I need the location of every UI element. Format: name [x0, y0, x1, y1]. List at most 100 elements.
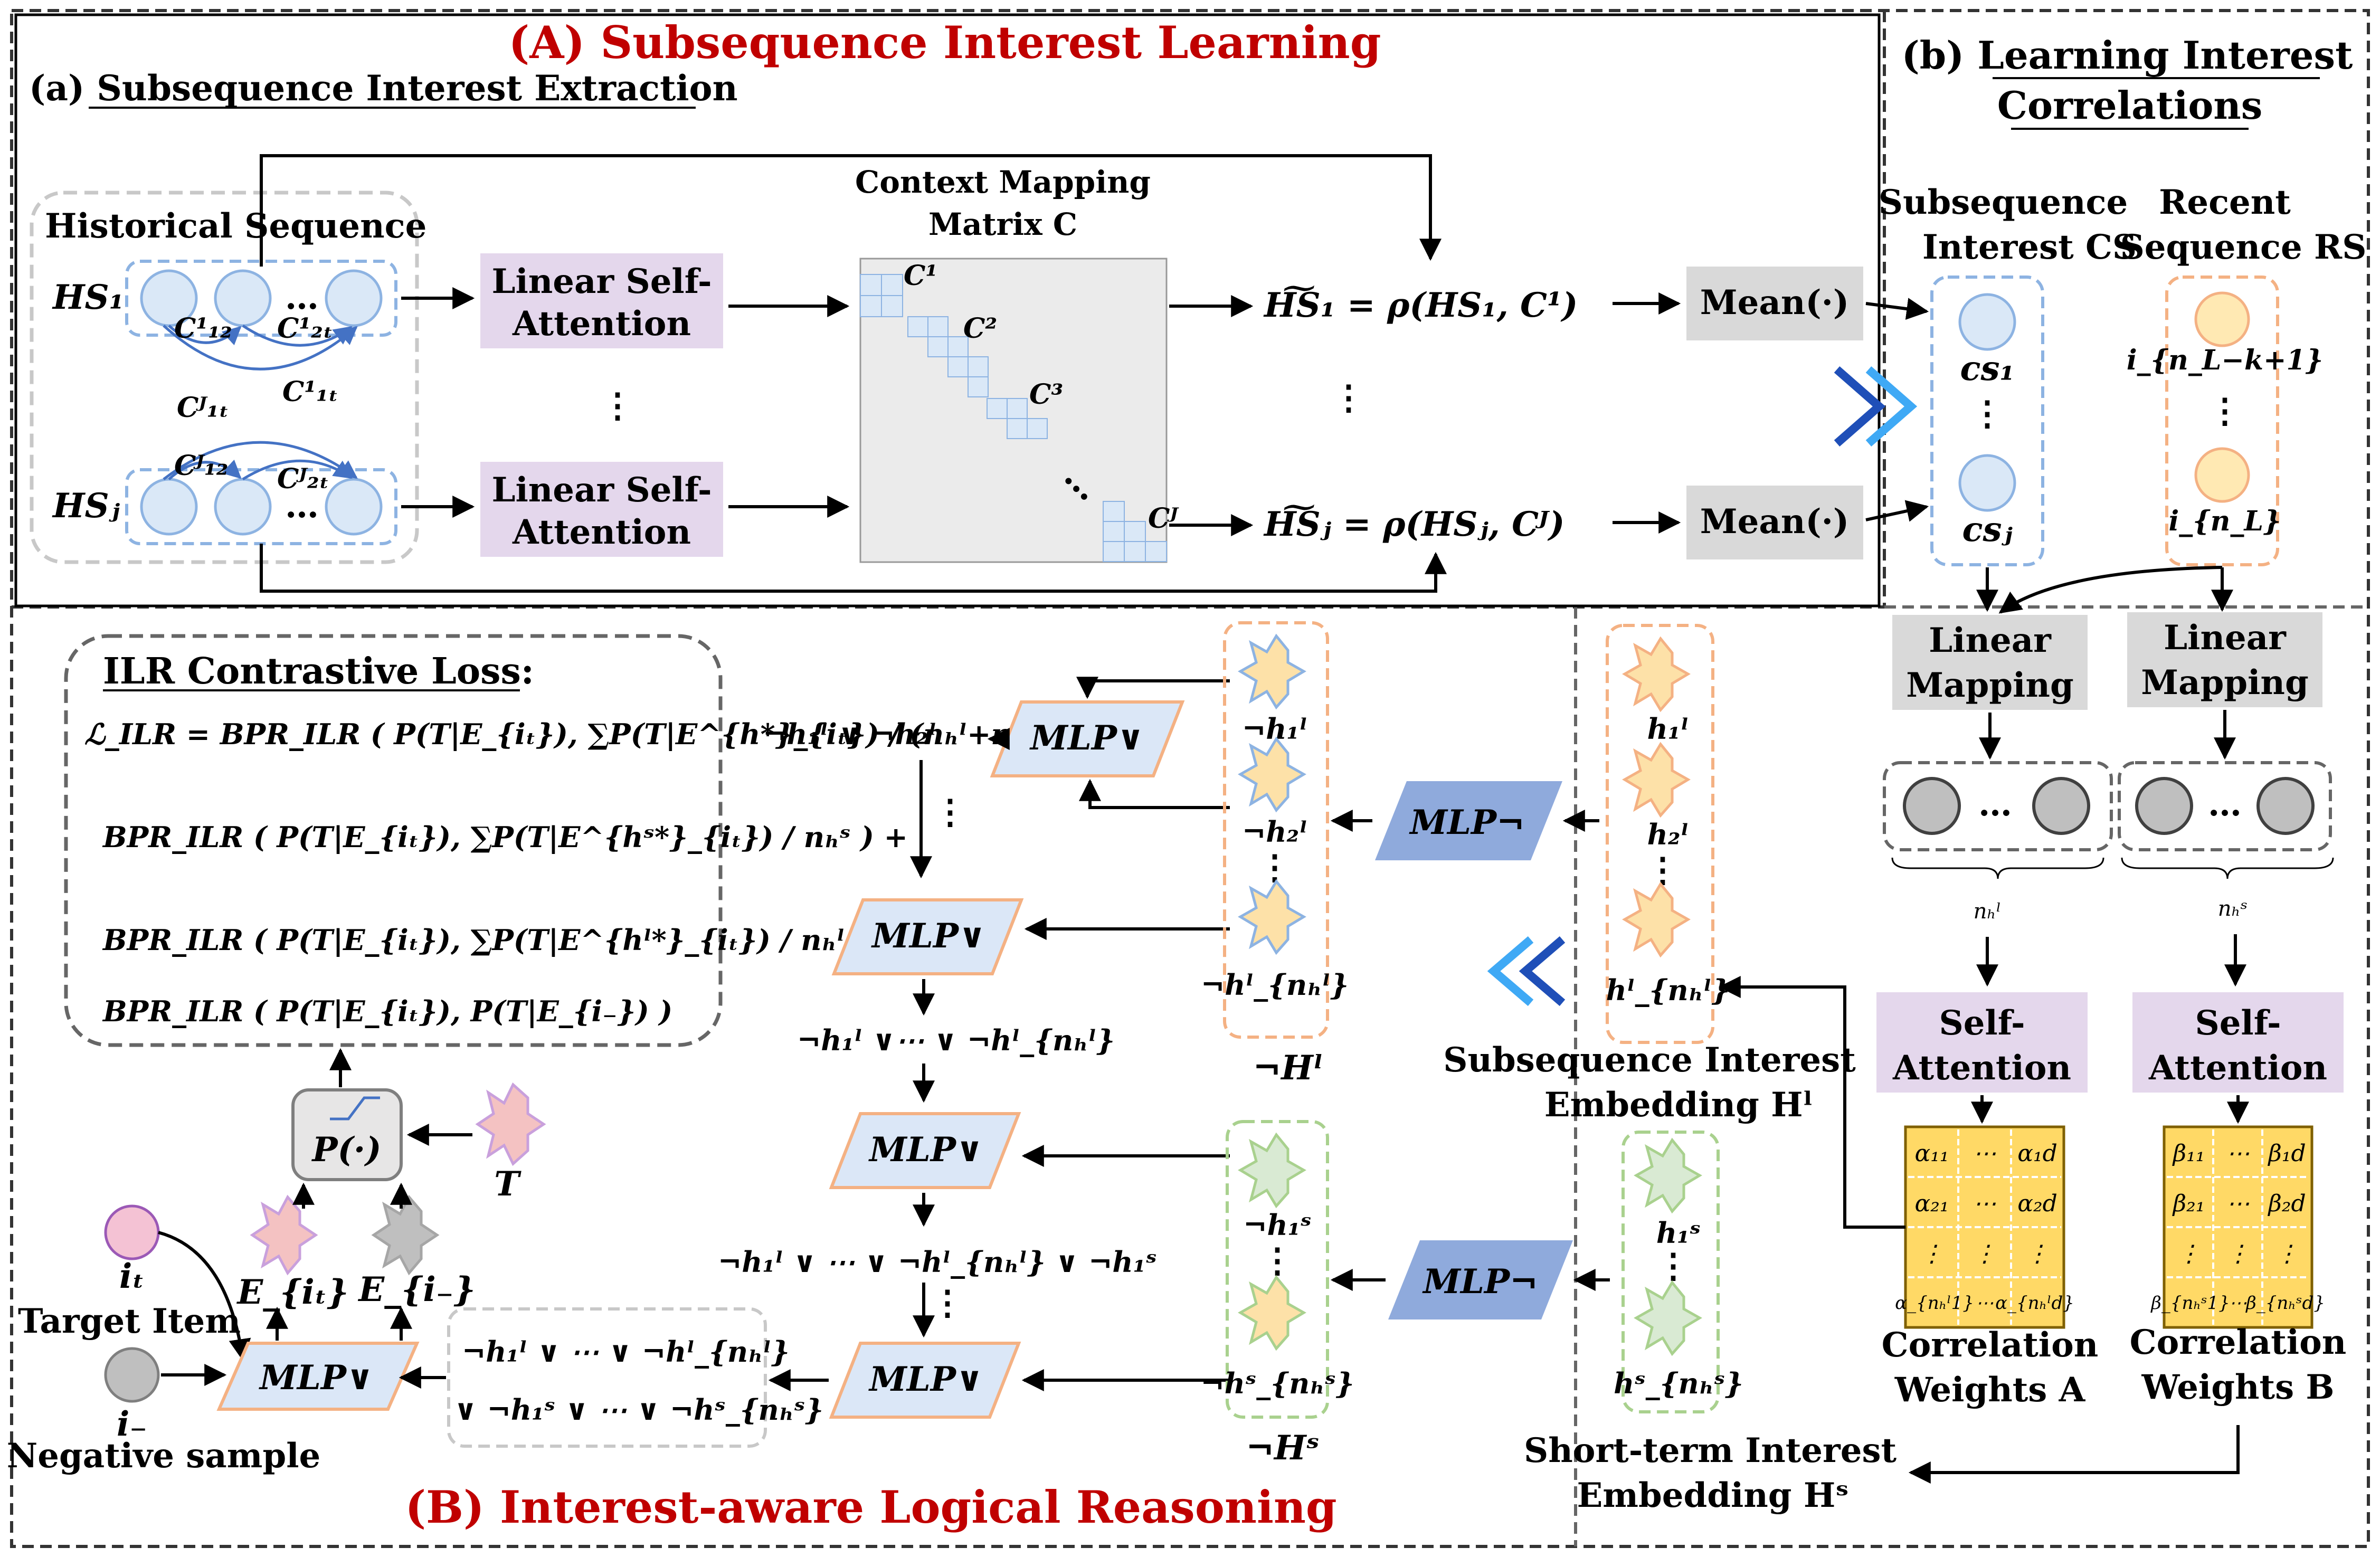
- hidden-l-ellipsis: …: [1978, 784, 2012, 824]
- context-mapping-line2: Matrix C: [928, 206, 1077, 242]
- arrow-nh2l-mlp1: [1079, 778, 1230, 809]
- brace-l: [1891, 857, 2104, 879]
- T-label: T: [494, 1164, 521, 1204]
- svg-text:β₂₁: β₂₁: [2172, 1190, 2205, 1217]
- svg-text:⋯: ⋯: [2229, 1293, 2247, 1314]
- svg-text:β₁₁: β₁₁: [2172, 1140, 2205, 1167]
- corr-B-line2: Weights B: [2141, 1368, 2335, 1407]
- linear-mapping-box-s: [2127, 612, 2322, 707]
- neg-Hs-box: [1226, 1120, 1329, 1419]
- part-A-border: [14, 13, 1881, 607]
- lsa1-line2: Attention: [512, 304, 691, 344]
- short-emb-line2: Embedding Hˢ: [1577, 1476, 1848, 1515]
- im-label: i₋: [117, 1404, 147, 1444]
- neg-h2l-star-icon: [1238, 736, 1306, 813]
- mean-box-1: [1686, 267, 1863, 340]
- mlp-not-s[interactable]: [1388, 1240, 1573, 1319]
- short-emb-line1: Short-term Interest: [1524, 1431, 1897, 1470]
- rs-vdots: ⋮: [2208, 391, 2242, 431]
- corr-matrix-A-grid: [1908, 1129, 2061, 1325]
- recent-seq-label-1: Recent: [2159, 183, 2291, 222]
- cs1-node: [1958, 293, 2016, 351]
- hnl-star-icon: [1622, 881, 1691, 958]
- mlp-or-final-label: MLP∨: [259, 1358, 374, 1398]
- brace-s: [2121, 857, 2334, 879]
- mlp-or-4[interactable]: [829, 1342, 1021, 1419]
- hs1-tilde-formula: H͠S₁ = ρ(HS₁, C¹): [1263, 286, 1578, 325]
- sa-l-line2: Attention: [1892, 1048, 2071, 1088]
- sa-s-line2: Attention: [2148, 1048, 2327, 1088]
- arrow-matA-Hl: [1718, 976, 1905, 1229]
- mlp-not-s-label: MLP¬: [1422, 1262, 1538, 1302]
- svg-text:β₁d: β₁d: [2267, 1140, 2306, 1167]
- mlp-or-3[interactable]: [829, 1112, 1021, 1189]
- lsa-vdots: ⋮: [601, 386, 634, 425]
- svg-text:⋮: ⋮: [1973, 1240, 1996, 1267]
- neg-h1s-star-icon: [1238, 1132, 1306, 1209]
- matrix-cj-label: Cᴶ: [1148, 502, 1179, 535]
- h2l-label: h₂ˡ: [1647, 818, 1689, 851]
- linear-mapping-box-l: [1892, 615, 2088, 710]
- svg-text:α_{nₕˡd}: α_{nₕˡd}: [1995, 1293, 2074, 1314]
- lsaj-line1: Linear Self-: [491, 470, 712, 510]
- matrix-c1-label: C¹: [904, 260, 937, 292]
- mlp-or-3-label: MLP∨: [868, 1130, 983, 1170]
- svg-text:⋮: ⋮: [2226, 1240, 2250, 1267]
- matrix-blocks: [860, 274, 1167, 562]
- ilr-loss-line4: BPR_ILR ( P(T|E_{iₜ}), P(T|E_{i₋}) ): [102, 994, 672, 1029]
- hidden-node-l-1: [1903, 777, 1961, 835]
- mlp-not-l-label: MLP¬: [1409, 803, 1525, 842]
- mlp-or-1-label: MLP∨: [1029, 718, 1144, 758]
- svg-text:α₁d: α₁d: [2017, 1140, 2057, 1167]
- subseq-emb-line2: Embedding Hˡ: [1544, 1085, 1813, 1125]
- svg-text:α₁₁: α₁₁: [1915, 1140, 1949, 1167]
- negative-sample-label: Negative sample: [7, 1436, 321, 1476]
- corr-B-line1: Correlation: [2130, 1323, 2347, 1362]
- Hl-box: [1606, 624, 1714, 1044]
- corr-A-line1: Correlation: [1882, 1325, 2099, 1365]
- mlp-not-l[interactable]: [1375, 781, 1562, 860]
- svg-text:β_{nₕˢ1}: β_{nₕˢ1}: [2150, 1293, 2230, 1314]
- c12-1-label: C¹₁₂: [174, 312, 232, 345]
- hidden-node-s-1: [2135, 777, 2193, 835]
- skip-arrow-hs1: [260, 154, 1442, 267]
- subseq-emb-line1: Subsequence Interest: [1443, 1040, 1856, 1080]
- recent-seq-label-2: Sequence RS: [2120, 227, 2367, 267]
- neg-hs-vdots: ⋮: [1260, 1241, 1294, 1280]
- ilr-loss-line1: ℒ_ILR = BPR_ILR ( P(T|E_{iₜ}), ∑P(T|E^{h…: [84, 717, 1108, 752]
- chevron-right-icon: [1834, 366, 1918, 447]
- arrow-mean1-cs: [1865, 298, 1929, 320]
- hsj-node-2: [214, 478, 272, 536]
- E-it-star-icon: [250, 1194, 318, 1276]
- mlp-or-2[interactable]: [831, 898, 1024, 975]
- context-mapping-line1: Context Mapping: [855, 164, 1151, 200]
- hsj-node-1: [140, 478, 198, 536]
- sa-s-line1: Self-: [2195, 1003, 2281, 1043]
- c1t-j-label: Cᴶ₁ₜ: [177, 392, 229, 424]
- arrow-it-mlp: [158, 1231, 251, 1362]
- p-function-label: P(·): [311, 1130, 382, 1170]
- svg-text:⋯: ⋯: [1973, 1140, 1996, 1167]
- target-item-label: Target Item: [18, 1302, 241, 1341]
- corr-matrix-B-cells: β₁₁ ⋯ β₁d β₂₁ ⋯ β₂d ⋮ ⋮ ⋮ β_{nₕˢ1} ⋯ β_{…: [2150, 1140, 2325, 1314]
- subseq-interest-label-2: Interest CS: [1922, 227, 2137, 267]
- p-function-box: [291, 1088, 403, 1181]
- neg-hl-or-hs: ¬h₁ˡ ∨ ⋯ ∨ ¬hˡ_{nₕˡ} ∨ ¬h₁ˢ: [718, 1245, 1157, 1279]
- hs1-arc-1t: [163, 325, 358, 371]
- it-node: [104, 1204, 160, 1260]
- section-b-title-line1: (b) Learning Interest: [1902, 33, 2353, 78]
- matrix-c3-label: C³: [1029, 378, 1063, 411]
- lsaj-line2: Attention: [512, 512, 691, 552]
- arrow-nh1l-mlp1: [1076, 677, 1230, 699]
- neg-h2l-label: ¬h₂ˡ: [1242, 815, 1307, 849]
- hidden-node-l-2: [2032, 777, 2090, 835]
- historical-sequence-box: [30, 191, 419, 564]
- svg-text:⋮: ⋮: [1920, 1240, 1943, 1267]
- rs-last-node: [2194, 447, 2250, 503]
- mlp-or-1[interactable]: [990, 700, 1185, 777]
- E-im-label: E_{i₋}: [357, 1270, 475, 1309]
- rs-first-node: [2194, 291, 2250, 347]
- neg-h1s-label: ¬h₁ˢ: [1243, 1208, 1311, 1242]
- mlp-or-final[interactable]: [216, 1342, 420, 1411]
